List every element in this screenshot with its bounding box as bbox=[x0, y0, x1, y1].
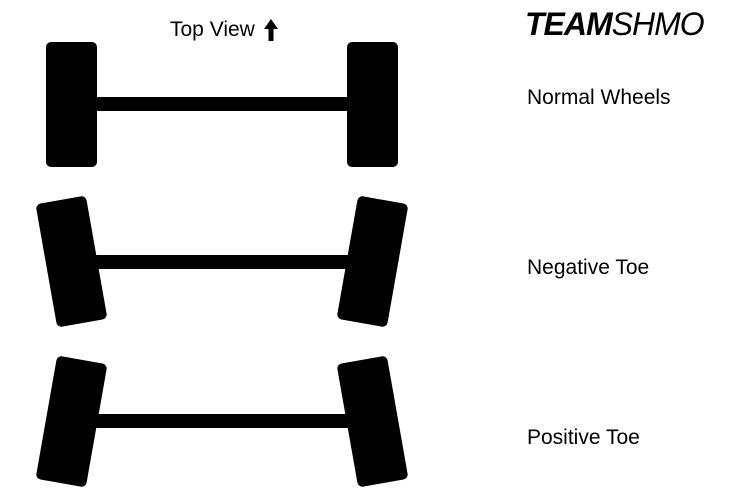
label-negative-toe: Negative Toe bbox=[527, 256, 650, 279]
right-wheel-negative bbox=[337, 196, 408, 327]
up-arrow-icon bbox=[263, 19, 278, 41]
left-wheel-negative bbox=[36, 196, 107, 327]
brand-logo-light: SHMO bbox=[611, 6, 705, 42]
right-wheel-positive bbox=[337, 356, 408, 487]
left-wheel-normal bbox=[46, 42, 97, 167]
axle-positive-toe bbox=[36, 356, 408, 487]
left-wheel-positive bbox=[36, 356, 107, 487]
brand-logo: TEAMSHMO bbox=[525, 6, 705, 42]
label-normal-wheels: Normal Wheels bbox=[527, 86, 671, 109]
top-view-label: Top View bbox=[170, 18, 255, 41]
right-wheel-normal bbox=[347, 42, 398, 167]
axle-bar-normal bbox=[92, 97, 352, 111]
axle-normal bbox=[46, 42, 398, 167]
top-view-caption: Top View bbox=[170, 16, 279, 44]
axle-bar-positive bbox=[92, 414, 352, 428]
label-positive-toe: Positive Toe bbox=[527, 426, 640, 449]
axle-bar-negative bbox=[92, 255, 352, 269]
axle-negative-toe bbox=[36, 196, 408, 327]
brand-logo-strong: TEAM bbox=[525, 6, 613, 42]
